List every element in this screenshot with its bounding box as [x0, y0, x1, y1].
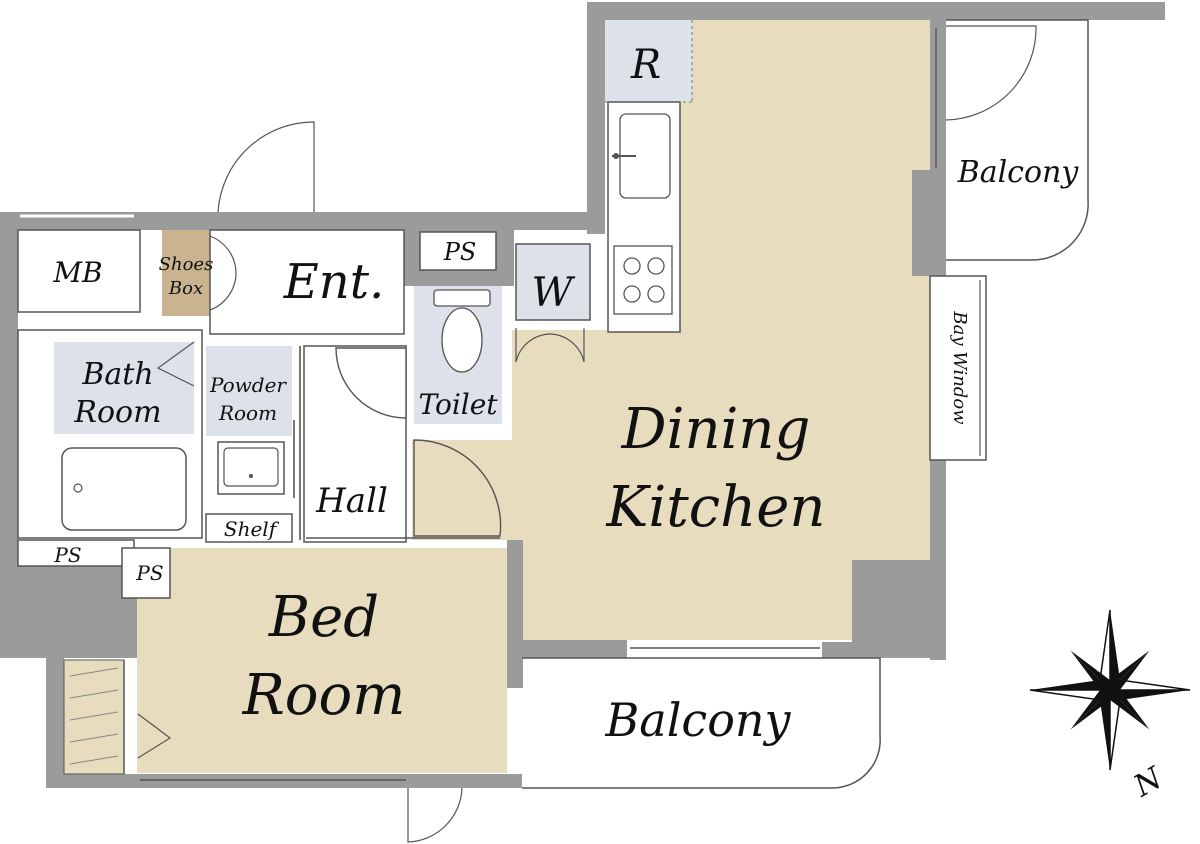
powder-room-label-2: Room	[218, 401, 277, 425]
dining-kitchen-label-2: Kitchen	[606, 475, 826, 540]
washer-box	[515, 243, 591, 321]
shelf-label: Shelf	[224, 517, 280, 541]
bath-room-label-1: Bath	[81, 357, 153, 392]
south-balcony-label: Balcony	[604, 693, 791, 747]
meter-box-label: MB	[52, 256, 102, 289]
refrigerator-space	[605, 20, 692, 102]
east-balcony-label: Balcony	[957, 155, 1080, 190]
powder-room-floor	[206, 346, 292, 436]
shoes-box	[162, 230, 210, 316]
refrigerator-label: R	[630, 42, 661, 88]
bay-window-label: Bay Window	[949, 310, 970, 425]
hall-label: Hall	[315, 481, 388, 521]
washer-label: W	[531, 270, 575, 316]
powder-room-label-1: Powder	[209, 373, 287, 397]
toilet-label: Toilet	[418, 388, 498, 421]
bed-room-label-2: Room	[242, 663, 406, 728]
bed-room-label-1: Bed	[268, 585, 379, 650]
shoes-box-label-1: Shoes	[159, 254, 214, 275]
interior-lines	[17, 19, 1089, 843]
walls	[0, 2, 1165, 788]
ps-left-label: PS	[53, 543, 81, 567]
dining-kitchen-label-1: Dining	[621, 397, 811, 462]
shoes-box-label-2: Box	[168, 278, 203, 299]
entrance-label: Ent.	[283, 254, 385, 310]
compass-rose-icon	[1029, 609, 1191, 771]
bed-room-floor	[137, 548, 507, 773]
bath-room-floor	[54, 342, 194, 434]
ps-top-label: PS	[443, 238, 477, 266]
ps-small-label: PS	[135, 561, 163, 585]
bath-room-label-2: Room	[73, 395, 161, 430]
compass-north-label: N	[1127, 760, 1170, 805]
